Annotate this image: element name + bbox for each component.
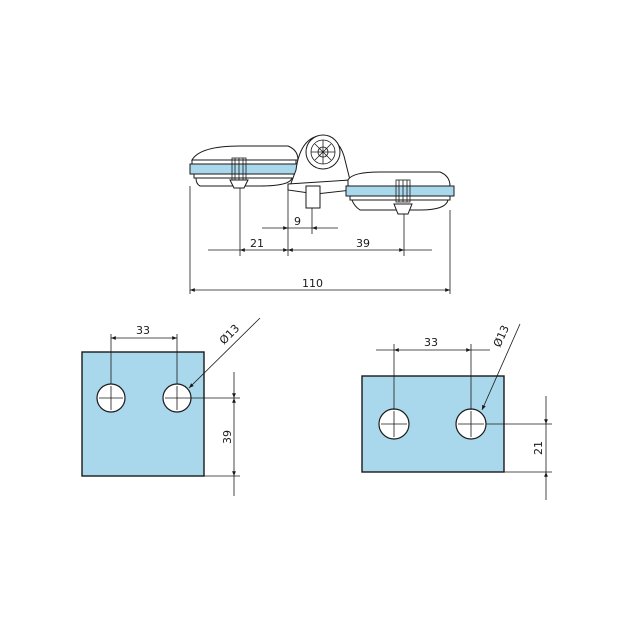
left-glass-plate-view: 33 Ø13 39: [81, 317, 261, 496]
right-clamp: [345, 171, 455, 215]
pivot-knuckle: [287, 134, 353, 209]
dim-21: 21: [208, 237, 288, 252]
left-dim-33-label: 33: [136, 324, 150, 337]
left-dim-39-label: 39: [221, 430, 234, 444]
dim-21-label: 21: [250, 237, 264, 250]
dim-110-label: 110: [302, 277, 323, 290]
right-dim-33-label: 33: [424, 336, 438, 349]
dim-9-label: 9: [294, 215, 301, 228]
right-dim-d13-label: Ø13: [491, 323, 512, 349]
dim-39: 39: [288, 237, 432, 252]
left-dim-d13-label: Ø13: [217, 322, 242, 347]
left-clamp: [189, 145, 303, 189]
right-dim-21-label: 21: [532, 441, 545, 455]
dim-39-label: 39: [356, 237, 370, 250]
left-glass-plate: [81, 351, 205, 477]
right-glass-plate-view: 33 Ø13 21: [361, 323, 552, 500]
dim-9: 9: [262, 215, 338, 230]
hinge-side-view: 9 21 39 110: [189, 134, 455, 294]
dim-110: 110: [189, 277, 450, 292]
